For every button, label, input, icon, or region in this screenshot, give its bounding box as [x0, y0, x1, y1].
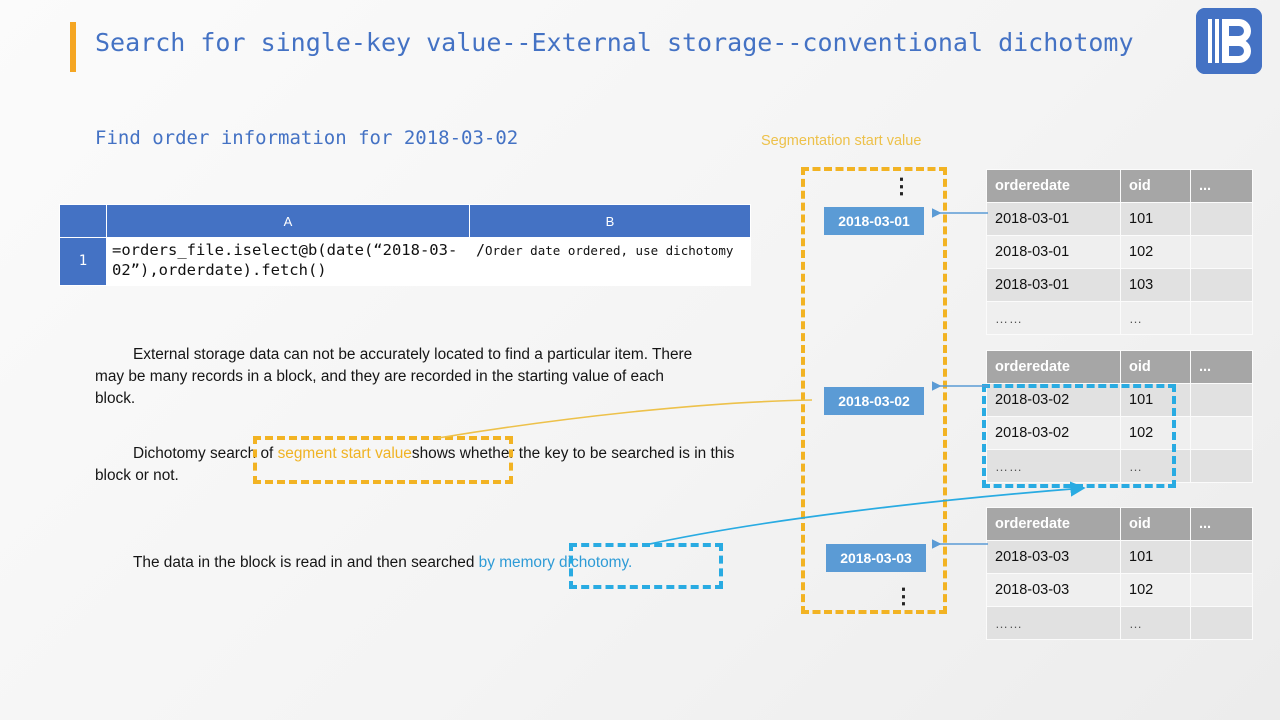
para2-text-before: Dichotomy search of	[133, 445, 278, 462]
header-more: ...	[1190, 507, 1253, 541]
cell-oid: 101	[1120, 383, 1191, 417]
header-orderedate: orderedate	[986, 350, 1121, 384]
code-cell-a[interactable]: =orders_file.iselect@b(date(“2018-03-02”…	[106, 237, 470, 286]
cell-oid: 101	[1120, 540, 1191, 574]
cell-orderedate: ……	[986, 449, 1121, 483]
code-table-col-b-header: B	[469, 204, 751, 238]
cell-oid: 101	[1120, 202, 1191, 236]
highlight-box-segment-start-value	[253, 436, 513, 484]
cell-orderedate: 2018-03-01	[986, 202, 1121, 236]
cell-orderedate: 2018-03-01	[986, 268, 1121, 302]
para3-text-before: The data in the block is read in and the…	[133, 554, 475, 571]
header-more: ...	[1190, 350, 1253, 384]
cell-more	[1190, 606, 1253, 640]
header-oid: oid	[1120, 169, 1191, 203]
code-table-row: 1 =orders_file.iselect@b(date(“2018-03-0…	[59, 237, 751, 286]
table-row: ………	[986, 301, 1253, 335]
cell-orderedate: ……	[986, 301, 1121, 335]
table-row: ………	[986, 449, 1253, 483]
cell-oid: 102	[1120, 416, 1191, 450]
table-row: ………	[986, 606, 1253, 640]
paragraph-dichotomy-search: Dichotomy search of segment start values…	[95, 443, 735, 487]
header-orderedate: orderedate	[986, 169, 1121, 203]
cell-more	[1190, 268, 1253, 302]
cell-oid: …	[1120, 606, 1191, 640]
header-oid: oid	[1120, 350, 1191, 384]
cell-oid: 103	[1120, 268, 1191, 302]
header-oid: oid	[1120, 507, 1191, 541]
raqsoft-r-logo-icon	[1196, 8, 1262, 74]
header-more: ...	[1190, 169, 1253, 203]
cell-orderedate: 2018-03-03	[986, 540, 1121, 574]
page-title: Search for single-key value--External st…	[95, 28, 1134, 57]
para3-highlight-by-memory-dichotomy: by memory dichotomy.	[474, 554, 633, 571]
code-cell-b[interactable]: /Order date ordered, use dichotomy	[469, 237, 751, 286]
cell-more	[1190, 301, 1253, 335]
cell-more	[1190, 540, 1253, 574]
code-table: A B 1 =orders_file.iselect@b(date(“2018-…	[59, 204, 751, 286]
cell-orderedate: 2018-03-03	[986, 573, 1121, 607]
subtitle: Find order information for 2018-03-02	[95, 127, 519, 149]
segment-box-2018-03-01[interactable]: 2018-03-01	[824, 207, 924, 235]
cell-oid: 102	[1120, 235, 1191, 269]
code-table-header-row: A B	[59, 204, 751, 238]
segmentation-start-value-label: Segmentation start value	[761, 133, 922, 149]
cell-more	[1190, 383, 1253, 417]
segment-box-2018-03-03[interactable]: 2018-03-03	[826, 544, 926, 572]
segment-column-bottom-ellipsis: ⋮	[893, 585, 914, 608]
comment-slash: /	[476, 241, 486, 259]
code-table-row-index: 1	[59, 237, 107, 286]
table-header-row: orderedate oid ...	[986, 350, 1253, 384]
highlight-box-matched-rows	[982, 384, 1176, 488]
paragraph-external-storage: External storage data can not be accurat…	[95, 346, 693, 408]
code-table-col-a-header: A	[106, 204, 470, 238]
segment-column-top-ellipsis: ⋮	[891, 175, 912, 198]
highlight-box-by-memory	[569, 543, 723, 589]
cell-orderedate: 2018-03-01	[986, 235, 1121, 269]
cell-orderedate: ……	[986, 606, 1121, 640]
comment-text: Order date ordered, use dichotomy	[485, 243, 734, 258]
para2-text-after: shows whether the key to be searched is …	[95, 445, 735, 485]
cell-oid: …	[1120, 301, 1191, 335]
para2-highlight-segment-start-value: segment start value	[277, 445, 412, 462]
cell-more	[1190, 235, 1253, 269]
cell-oid: 102	[1120, 573, 1191, 607]
table-header-row: orderedate oid ...	[986, 169, 1253, 203]
segment-start-value-column	[801, 167, 947, 614]
paragraph-memory-dichotomy: The data in the block is read in and the…	[95, 552, 735, 574]
code-table-corner-cell	[59, 204, 107, 238]
title-accent-bar	[70, 22, 76, 72]
cell-more	[1190, 202, 1253, 236]
table-header-row: orderedate oid ...	[986, 507, 1253, 541]
segment-box-2018-03-02[interactable]: 2018-03-02	[824, 387, 924, 415]
cell-orderedate: 2018-03-02	[986, 416, 1121, 450]
cell-more	[1190, 573, 1253, 607]
cell-more	[1190, 449, 1253, 483]
header-orderedate: orderedate	[986, 507, 1121, 541]
cell-orderedate: 2018-03-02	[986, 383, 1121, 417]
cell-more	[1190, 416, 1253, 450]
